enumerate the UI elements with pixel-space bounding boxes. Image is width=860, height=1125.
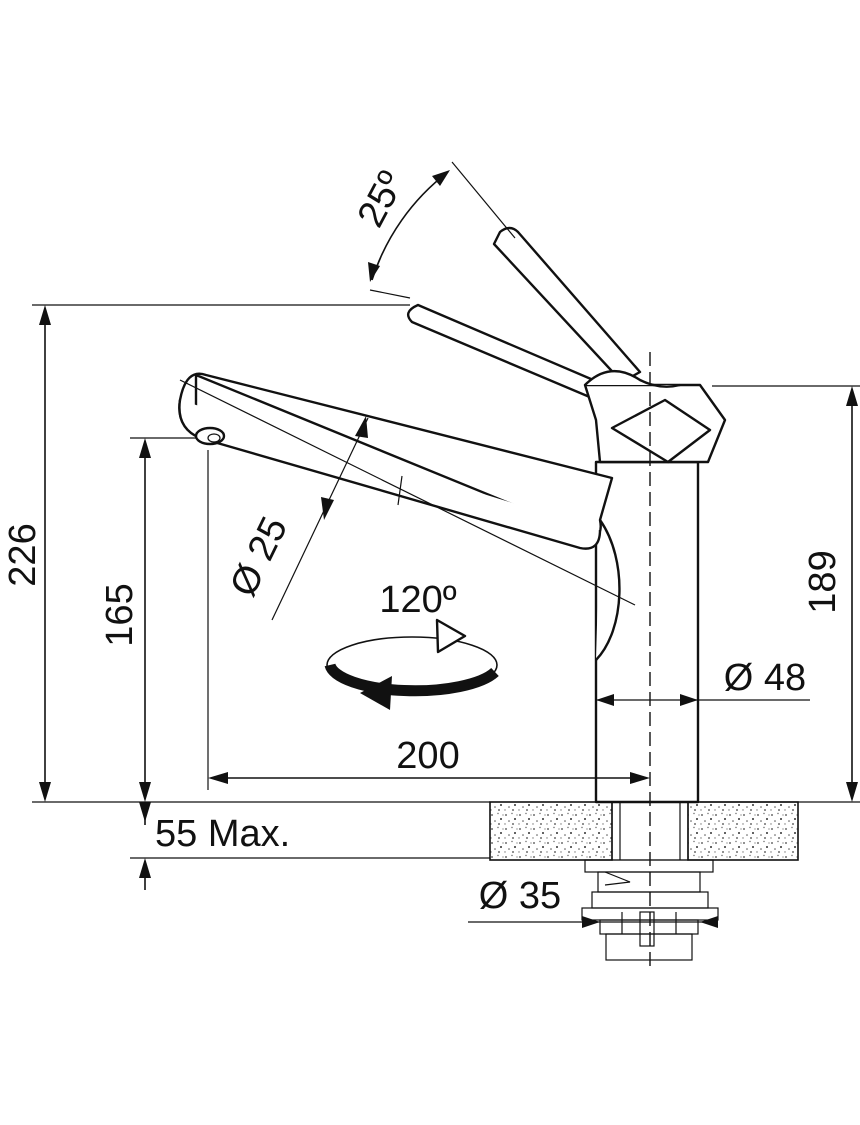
- hole-diameter-label: Ø 35: [479, 875, 561, 917]
- lever-reference-line: [369, 289, 411, 299]
- rotation-angle-label: 120º: [379, 579, 456, 621]
- body-height-label: 189: [802, 550, 844, 613]
- spout-diameter-label: Ø 25: [222, 511, 296, 603]
- dimension-spout-height: [130, 437, 196, 802]
- dimension-hole-diameter: [468, 916, 718, 928]
- lever-angle-label: 25º: [350, 165, 413, 234]
- dimension-body-diameter: [596, 694, 810, 706]
- lever-handle: [406, 303, 600, 400]
- spout-reach-label: 200: [396, 735, 459, 777]
- spout-centerline: [179, 379, 636, 606]
- spout-height-label: 165: [99, 583, 141, 646]
- spout: [178, 372, 614, 550]
- lever-hub: [583, 369, 727, 464]
- faucet-body: [594, 460, 700, 804]
- rotation-symbol: [324, 618, 499, 710]
- deck-thickness-label: 55 Max.: [155, 813, 290, 855]
- dimension-deck-thickness: [130, 802, 490, 890]
- dimension-spout-diameter: [271, 416, 369, 621]
- dimension-overall-height: [32, 304, 490, 803]
- dimension-body-height: [700, 385, 860, 803]
- dimension-spout-reach: [207, 450, 650, 790]
- mounting-shank: [581, 801, 719, 961]
- lever-raised-reference-line: [451, 161, 516, 239]
- countertop: [489, 801, 799, 861]
- overall-height-label: 226: [2, 523, 44, 586]
- body-diameter-label: Ø 48: [724, 657, 806, 699]
- dimension-lever-angle: [368, 170, 450, 282]
